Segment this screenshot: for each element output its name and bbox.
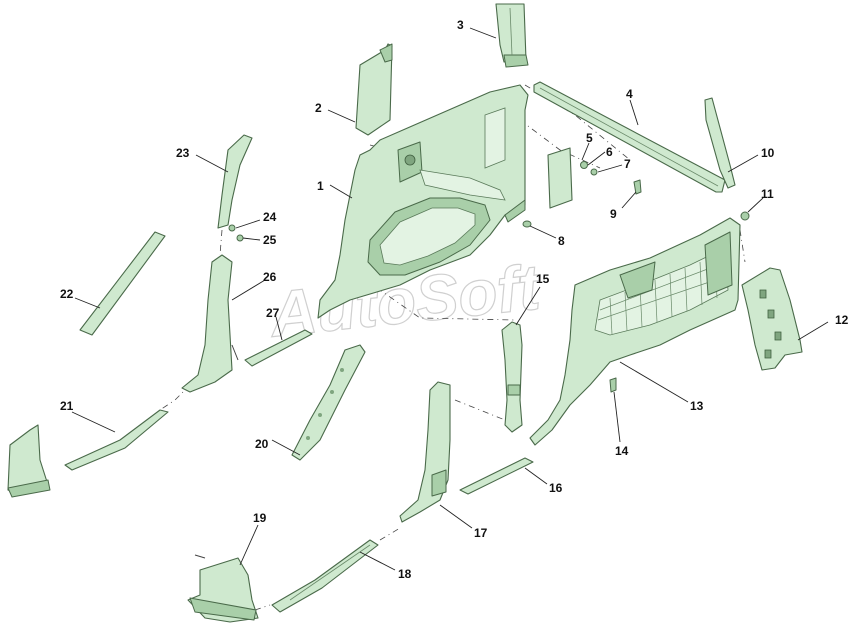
callout-11: 11 [761, 187, 774, 201]
callout-16: 16 [549, 481, 563, 495]
callout-23: 23 [176, 146, 190, 160]
part-12-right-pillar-trim [741, 267, 803, 371]
callout-labels: 1 2 3 4 5 6 7 8 9 10 11 12 13 14 15 16 1… [60, 18, 849, 581]
part-23-upper-pillar [217, 134, 253, 229]
part-18-lower-sill [271, 539, 379, 613]
part-14-clip [609, 377, 617, 393]
part-7-clip [590, 168, 598, 176]
part-2-upper-trim [355, 43, 393, 136]
part-10-pillar-strip [704, 97, 736, 189]
callout-9: 9 [610, 207, 617, 221]
part-1-left-quarter-trim [317, 84, 529, 319]
callout-14: 14 [615, 444, 629, 458]
callout-20: 20 [255, 437, 269, 451]
callout-22: 22 [60, 287, 74, 301]
part-16-sill-strip [459, 457, 534, 495]
callout-1: 1 [317, 179, 324, 193]
callout-8: 8 [558, 234, 565, 248]
part-4-roof-rail [533, 81, 726, 193]
callout-17: 17 [474, 526, 488, 540]
part-6-clip [580, 161, 588, 169]
part-19-kick-panel [187, 554, 259, 623]
part-20-sill-trim [291, 344, 366, 461]
callout-18: 18 [398, 567, 412, 581]
part-25-clip [236, 234, 244, 242]
callout-2: 2 [315, 101, 322, 115]
callout-13: 13 [690, 399, 704, 413]
callout-4: 4 [626, 87, 633, 101]
callout-5: 5 [586, 131, 593, 145]
part-22-a-pillar-strip [79, 231, 166, 336]
part-27-small-sill [244, 329, 313, 367]
callout-24: 24 [263, 210, 277, 224]
callout-19: 19 [253, 511, 267, 525]
leader-lines [71, 27, 829, 571]
part-15-pillar-lower [501, 321, 523, 433]
callout-7: 7 [624, 157, 631, 171]
callout-21: 21 [60, 399, 74, 413]
callout-15: 15 [536, 272, 550, 286]
callout-12: 12 [835, 313, 849, 327]
part-8-clip [522, 220, 532, 228]
callout-25: 25 [263, 233, 277, 247]
part-26-lower-pillar [181, 254, 239, 393]
part-17-b-pillar-trim [399, 381, 451, 523]
callout-10: 10 [761, 146, 775, 160]
part-24-clip [228, 224, 236, 232]
callout-27: 27 [266, 306, 280, 320]
part-21-front-sill [7, 409, 169, 498]
callout-6: 6 [606, 145, 613, 159]
part-5-access-panel [547, 147, 573, 209]
part-9-clip [633, 179, 642, 195]
part-3-pillar-cover [495, 3, 529, 68]
callout-26: 26 [263, 270, 277, 284]
part-11-clip [740, 211, 750, 221]
part-13-right-quarter-trim [529, 217, 741, 446]
callout-3: 3 [457, 18, 464, 32]
